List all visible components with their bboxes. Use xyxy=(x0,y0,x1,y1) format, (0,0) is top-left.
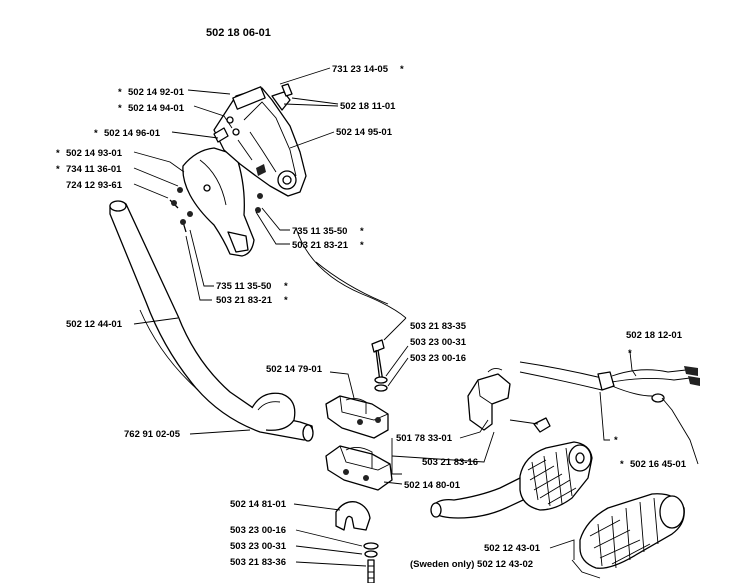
shaft-line-lower xyxy=(315,261,389,305)
handle-bar xyxy=(109,200,314,442)
cable-connector-a xyxy=(684,366,698,376)
upper-clamp xyxy=(325,395,389,439)
bottom-clamp xyxy=(335,501,379,583)
asterisk-marker: * xyxy=(360,226,364,237)
asterisk-marker: * xyxy=(94,128,98,139)
asterisk-marker: * xyxy=(620,459,624,470)
label-731-23-14-05: 731 23 14-05 xyxy=(332,64,389,75)
asterisk-marker: * xyxy=(56,164,60,175)
label-503-23-00-31-b: 503 23 00-31 xyxy=(230,541,287,552)
asterisk-marker: * xyxy=(118,87,122,98)
shaft-line-upper xyxy=(295,227,407,319)
label-502-14-93-01: 502 14 93-01 xyxy=(66,148,123,159)
grip-upper xyxy=(519,441,593,511)
cable-wire-b xyxy=(611,377,691,383)
cable-connector-b xyxy=(688,376,700,386)
label-503-21-83-21: 503 21 83-21 xyxy=(292,240,349,251)
label-502-12-44-01: 502 12 44-01 xyxy=(66,319,123,330)
label-503-23-00-16: 503 23 00-16 xyxy=(410,353,466,364)
label-762-91-02-05: 762 91 02-05 xyxy=(124,429,181,440)
asterisk-marker: * xyxy=(118,103,122,114)
asterisk-marker: * xyxy=(360,240,364,251)
label-503-21-83-36: 503 21 83-36 xyxy=(230,557,286,568)
right-shaft-bottom xyxy=(519,371,603,391)
clamp-bolt xyxy=(371,339,388,392)
label-503-23-00-31: 503 23 00-31 xyxy=(410,337,467,348)
asterisk-marker: * xyxy=(56,148,60,159)
label-sweden-only: (Sweden only) 502 12 43-02 xyxy=(410,559,533,570)
label-502-12-43-01: 502 12 43-01 xyxy=(484,543,541,554)
label-503-21-83-21-b: 503 21 83-21 xyxy=(216,295,273,306)
grip-lower xyxy=(579,493,685,569)
right-shaft-top xyxy=(519,361,603,379)
label-502-14-96-01: 502 14 96-01 xyxy=(104,128,161,139)
label-502-14-80-01: 502 14 80-01 xyxy=(404,480,461,491)
guard-bracket xyxy=(467,367,551,433)
label-502-18-11-01: 502 18 11-01 xyxy=(340,101,396,112)
label-502-14-95-01: 502 14 95-01 xyxy=(336,127,393,138)
cable-wire-c xyxy=(611,385,653,397)
asterisk-marker: * xyxy=(284,281,288,292)
label-735-11-35-50: 735 11 35-50 xyxy=(292,226,347,237)
cable-wire-a xyxy=(611,369,687,377)
label-503-21-83-16: 503 21 83-16 xyxy=(422,457,478,468)
asterisk-marker: * xyxy=(614,435,618,446)
leader-lines xyxy=(133,67,699,579)
asterisk-marker: * xyxy=(400,64,404,75)
label-724-12-93-61: 724 12 93-61 xyxy=(66,180,123,191)
diagram-title: 502 18 06-01 xyxy=(206,27,271,39)
label-502-14-94-01: 502 14 94-01 xyxy=(128,103,185,114)
label-501-78-33-01: 501 78 33-01 xyxy=(396,433,453,444)
throttle-housing xyxy=(169,83,307,257)
label-503-23-00-16-b: 503 23 00-16 xyxy=(230,525,286,536)
label-502-14-79-01: 502 14 79-01 xyxy=(266,364,323,375)
part-labels: 731 23 14-05 * 502 18 11-01 * 502 14 92-… xyxy=(56,64,687,570)
label-502-18-12-01: 502 18 12-01 xyxy=(626,330,683,341)
label-502-14-81-01: 502 14 81-01 xyxy=(230,499,287,510)
asterisk-marker: * xyxy=(628,348,632,359)
label-735-11-35-50-b: 735 11 35-50 xyxy=(216,281,271,292)
label-502-14-92-01: 502 14 92-01 xyxy=(128,87,185,98)
label-502-16-45-01: 502 16 45-01 xyxy=(630,459,687,470)
label-734-11-36-01: 734 11 36-01 xyxy=(66,164,122,175)
cable-end xyxy=(651,393,665,403)
label-503-21-83-35: 503 21 83-35 xyxy=(410,321,467,332)
asterisk-marker: * xyxy=(284,295,288,306)
cable-sheath xyxy=(597,371,615,391)
lower-clamp xyxy=(325,445,393,491)
